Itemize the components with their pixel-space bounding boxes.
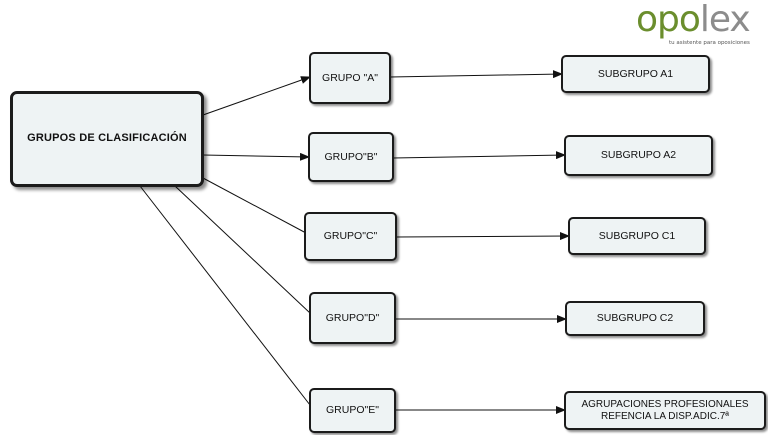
subgroup-node-c2: SUBGRUPO C2 xyxy=(565,301,705,336)
edge-root-to-grupo-e xyxy=(139,185,311,406)
subgroup-node-c1: SUBGRUPO C1 xyxy=(568,217,706,255)
subgroup-node-a1: SUBGRUPO A1 xyxy=(561,55,710,93)
logo-wordmark-accent: lex xyxy=(699,0,751,40)
logo-wordmark-primary: opo xyxy=(636,0,701,40)
group-node-d: GRUPO"D" xyxy=(309,292,396,344)
root-node: GRUPOS DE CLASIFICACIÓN xyxy=(10,91,204,187)
subgroup-node-agrupaciones: AGRUPACIONES PROFESIONALES REFENCIA LA D… xyxy=(564,391,766,430)
group-node-c: GRUPO"C" xyxy=(304,212,397,261)
edge-root-to-grupo-a xyxy=(202,76,311,116)
logo-tagline: tu asistente para oposiciones xyxy=(669,40,750,46)
group-node-b: GRUPO"B" xyxy=(308,132,394,182)
group-node-e: GRUPO"E" xyxy=(309,388,396,433)
edge-root-to-grupo-c xyxy=(202,177,307,234)
edge-root-to-grupo-d xyxy=(174,185,311,314)
subgroup-node-a2: SUBGRUPO A2 xyxy=(564,135,713,176)
edge-grupo-b-to-subgrupo-a2 xyxy=(392,151,566,160)
edge-grupo-a-to-subgrupo-a1 xyxy=(389,70,563,79)
edge-root-to-grupo-b xyxy=(202,152,310,161)
opolex-logo: opolex tu asistente para oposiciones xyxy=(636,0,764,48)
group-node-a: GRUPO "A" xyxy=(309,52,391,104)
edge-grupo-c-to-subgrupo-c1 xyxy=(395,232,570,241)
logo-wordmark: opolex xyxy=(636,0,751,42)
